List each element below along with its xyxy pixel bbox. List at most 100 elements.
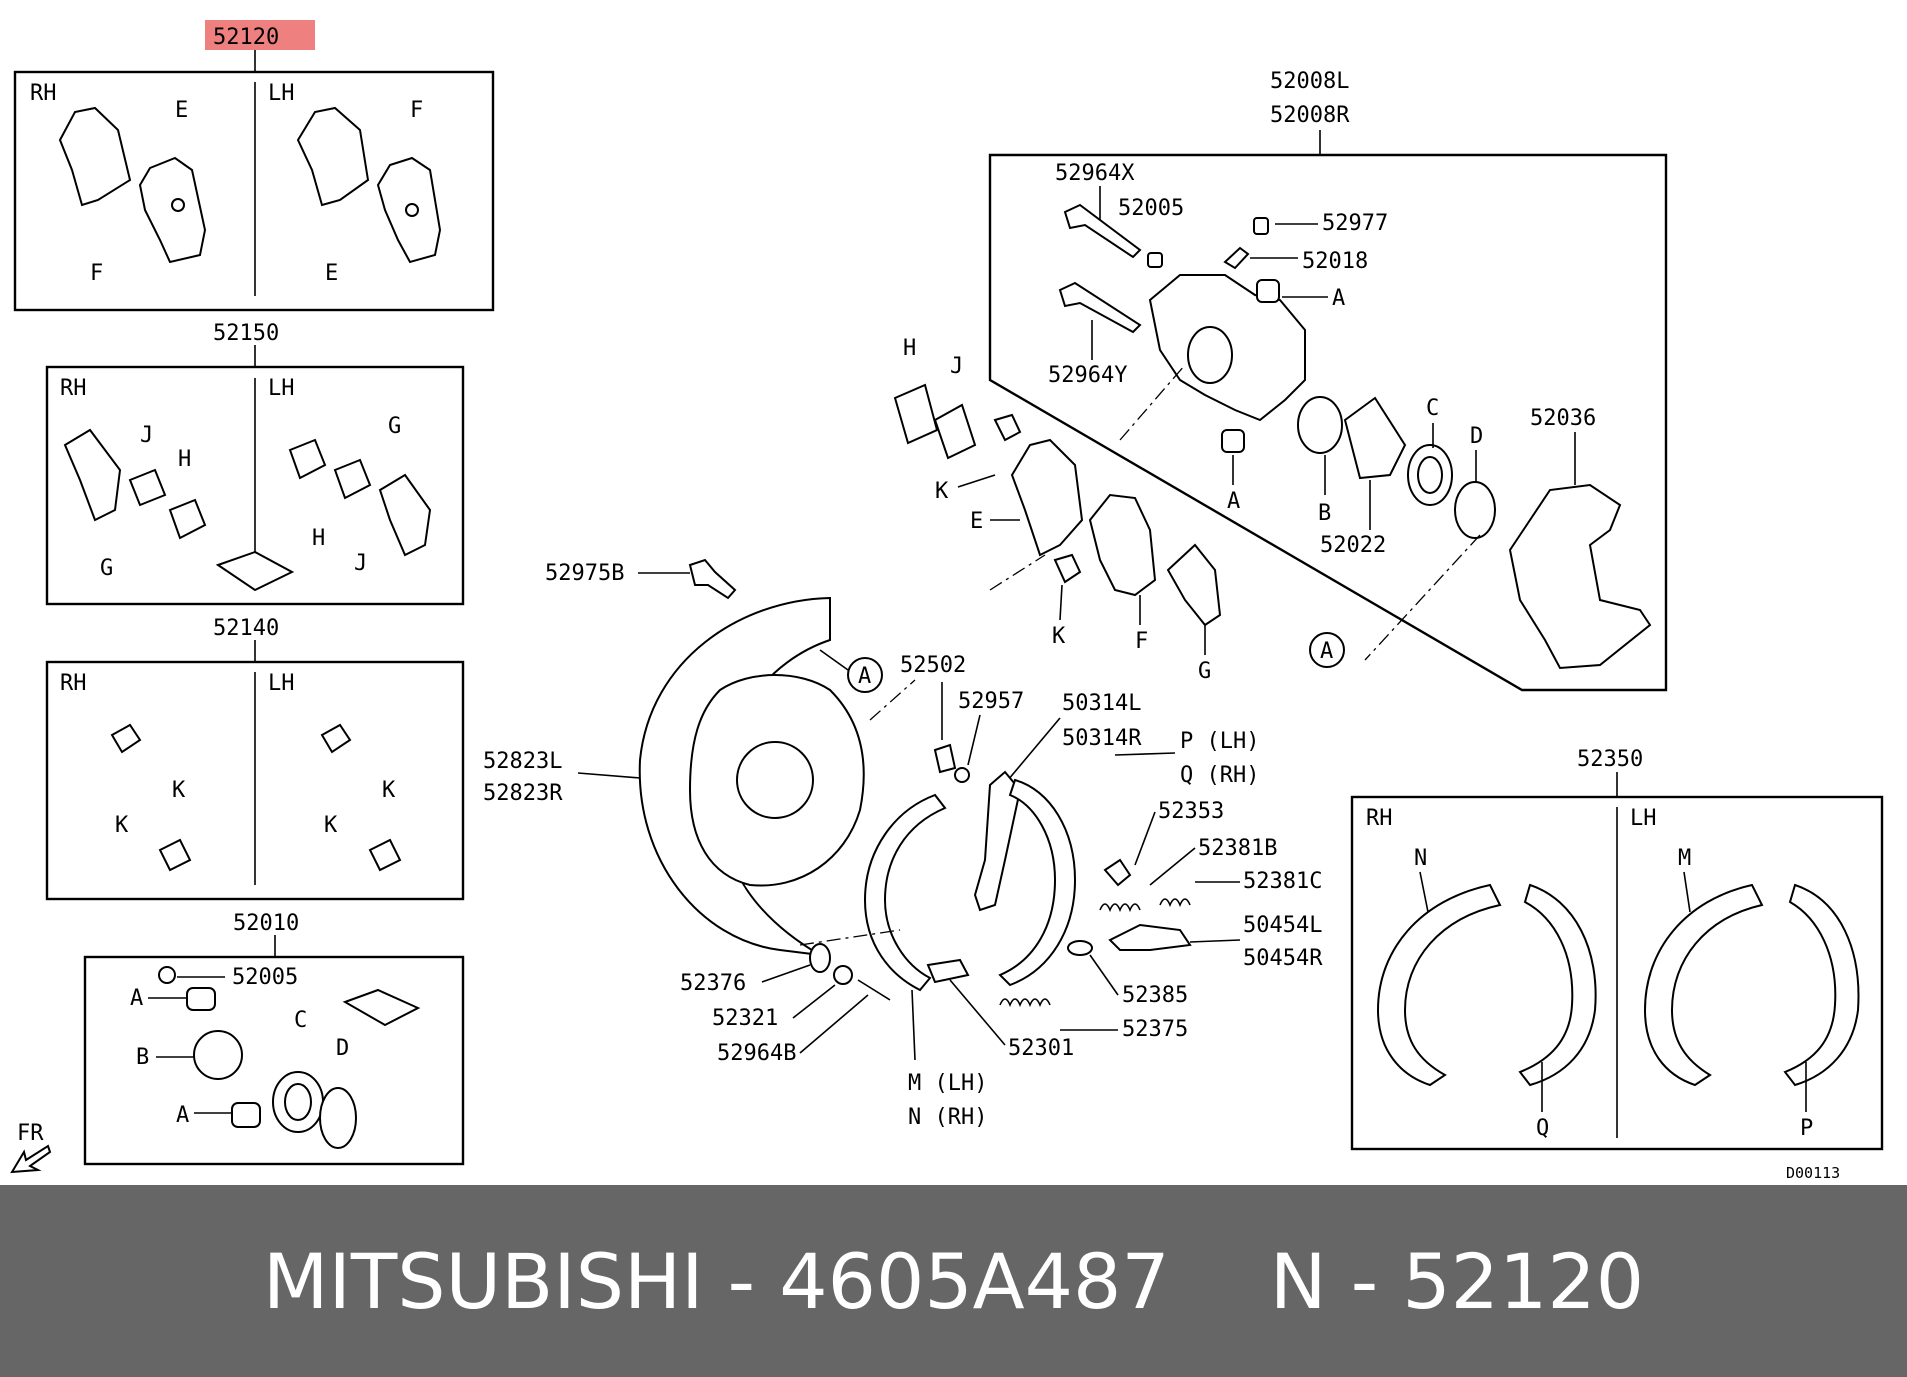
callout-j: J bbox=[140, 423, 153, 448]
label-50314r: 50314R bbox=[1062, 726, 1142, 751]
caliper-assembly[interactable]: 52008L 52008R 52964X 52005 52977 52018 5… bbox=[988, 69, 1668, 692]
label-52018: 52018 bbox=[1302, 249, 1368, 274]
label-52022: 52022 bbox=[1320, 533, 1386, 558]
label-p-lh: P (LH) bbox=[1180, 729, 1259, 754]
label-lh: LH bbox=[268, 81, 295, 106]
callout-f: F bbox=[1135, 629, 1148, 654]
label-q-rh: Q (RH) bbox=[1180, 763, 1259, 788]
shim-g bbox=[63, 428, 122, 522]
label-52381c: 52381C bbox=[1243, 869, 1322, 894]
clip-k bbox=[110, 723, 142, 754]
clip-j-lh bbox=[333, 458, 372, 500]
callout-e: E bbox=[175, 98, 188, 123]
ref-circle-a bbox=[1309, 632, 1345, 668]
label-52010: 52010 bbox=[233, 911, 299, 936]
label-52376: 52376 bbox=[680, 971, 746, 996]
label-52005: 52005 bbox=[1118, 196, 1184, 221]
label-52823r: 52823R bbox=[483, 781, 563, 806]
guide-pin-x bbox=[1063, 203, 1142, 259]
callout-a: A bbox=[1320, 639, 1333, 664]
piston bbox=[1343, 396, 1407, 480]
clip-k bbox=[158, 838, 192, 872]
spring-52375 bbox=[999, 998, 1051, 1008]
callout-n: N bbox=[1414, 846, 1427, 871]
shoe-q bbox=[1518, 883, 1597, 1087]
label-52353: 52353 bbox=[1158, 799, 1224, 824]
callout-k: K bbox=[1052, 624, 1066, 649]
kit-52350[interactable]: 52350 RH LH N Q M P bbox=[1350, 747, 1884, 1151]
footer-reference: N - 52120 bbox=[1269, 1236, 1645, 1326]
ring-d bbox=[1454, 481, 1496, 539]
shoe-pq bbox=[998, 778, 1077, 987]
shim-h-lh bbox=[288, 438, 327, 480]
label-52964y: 52964Y bbox=[1048, 363, 1127, 388]
callout-g: G bbox=[388, 414, 401, 439]
callout-a: A bbox=[176, 1103, 189, 1128]
bleeder-screw bbox=[1223, 246, 1250, 270]
footer-bar: MITSUBISHI - 4605A487 N - 52120 bbox=[0, 1185, 1907, 1377]
clip-k bbox=[993, 413, 1022, 442]
label-52301: 52301 bbox=[1008, 1036, 1074, 1061]
label-52005-kit: 52005 bbox=[232, 965, 298, 990]
bolt-52975b bbox=[688, 558, 737, 600]
callout-a: A bbox=[130, 986, 143, 1011]
ring-b bbox=[193, 1030, 243, 1080]
footer-brand-part: MITSUBISHI - 4605A487 bbox=[262, 1236, 1170, 1326]
label-52964b: 52964B bbox=[717, 1041, 796, 1066]
guide-bushing bbox=[1147, 252, 1163, 268]
label-52140: 52140 bbox=[213, 616, 279, 641]
label-52036: 52036 bbox=[1530, 406, 1596, 431]
label-52008r: 52008R bbox=[1270, 103, 1350, 128]
label-m-lh: M (LH) bbox=[908, 1071, 987, 1096]
kit-52150[interactable]: 52150 RH LH J H G H J G bbox=[45, 321, 465, 606]
callout-f: F bbox=[410, 98, 423, 123]
kit-52010[interactable]: 52010 52005 A B C D A bbox=[83, 911, 465, 1166]
pin-52502 bbox=[933, 743, 957, 774]
label-lh: LH bbox=[268, 376, 295, 401]
dust-shield-assembly[interactable]: 52975B 52823L 52823R bbox=[483, 558, 916, 956]
shim-h bbox=[893, 383, 939, 445]
kit-52140[interactable]: 52140 RH LH K K K K bbox=[45, 616, 465, 901]
caliper-support bbox=[1508, 483, 1652, 670]
label-rh: RH bbox=[60, 376, 87, 401]
callout-k: K bbox=[935, 479, 949, 504]
callout-a: A bbox=[1332, 286, 1345, 311]
kit-52120[interactable]: 52120 RH LH E F E F bbox=[13, 20, 495, 312]
shoe-n bbox=[1376, 883, 1502, 1087]
callout-q: Q bbox=[1536, 1116, 1549, 1141]
ring-b bbox=[1297, 396, 1343, 454]
callout-d: D bbox=[1470, 424, 1483, 449]
label-52385: 52385 bbox=[1122, 983, 1188, 1008]
shoe-mn bbox=[863, 793, 947, 992]
shoe-m bbox=[1643, 883, 1764, 1087]
pad-group[interactable]: H J K E F K G bbox=[893, 336, 1222, 684]
shim-h bbox=[168, 498, 207, 540]
lever-50314 bbox=[973, 770, 1022, 912]
label-50454r: 50454R bbox=[1243, 946, 1323, 971]
callout-f: F bbox=[90, 261, 103, 286]
callout-a: A bbox=[1227, 489, 1240, 514]
label-rh: RH bbox=[1366, 806, 1393, 831]
label-lh: LH bbox=[268, 671, 295, 696]
callout-g: G bbox=[100, 556, 113, 581]
label-52381b: 52381B bbox=[1198, 836, 1277, 861]
parking-brake-assembly[interactable]: 52502 52957 50314L 50314R P (LH) Q (RH) … bbox=[680, 653, 1323, 1130]
label-n-rh: N (RH) bbox=[908, 1105, 987, 1130]
label-52502: 52502 bbox=[900, 653, 966, 678]
pad-rh-e bbox=[138, 156, 207, 264]
callout-j: J bbox=[950, 354, 963, 379]
pin-52964b bbox=[857, 979, 891, 1001]
parts-diagram: 52120 RH LH E F E F 52150 RH LH J H G bbox=[10, 20, 1884, 1182]
callout-e: E bbox=[970, 509, 983, 534]
label-50454l: 50454L bbox=[1243, 913, 1322, 938]
callout-b: B bbox=[1318, 501, 1331, 526]
label-52957: 52957 bbox=[958, 689, 1024, 714]
adjuster-lever bbox=[1108, 923, 1192, 951]
cup-52321 bbox=[833, 965, 853, 985]
callout-h: H bbox=[903, 336, 916, 361]
label-52975b: 52975B bbox=[545, 561, 624, 586]
clip-j bbox=[933, 403, 977, 460]
callout-a: A bbox=[858, 664, 871, 689]
grease-packet bbox=[342, 988, 421, 1027]
clip-k-lh bbox=[320, 723, 352, 754]
